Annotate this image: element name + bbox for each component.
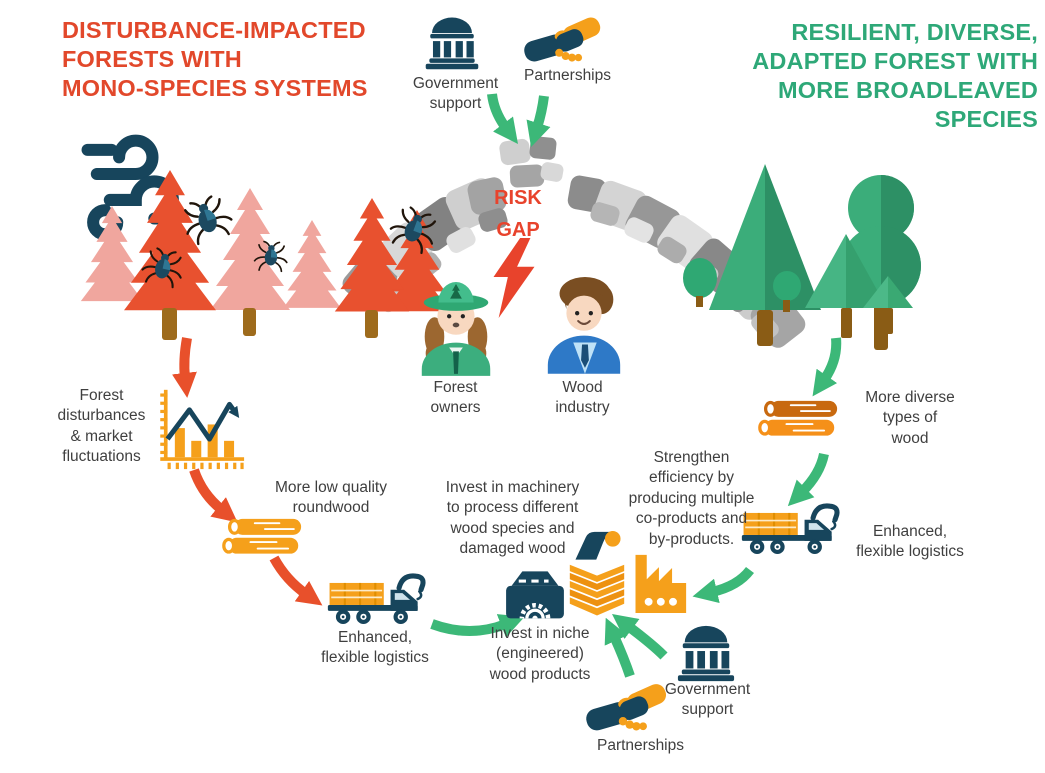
title-resilient-forests: RESILIENT, DIVERSE, ADAPTED FOREST WITH …	[752, 19, 1038, 133]
arrow-gov-to-bridge	[487, 93, 518, 145]
forest-owner-avatar	[421, 282, 491, 376]
log-truck-crane-icon-right	[741, 503, 840, 555]
title-disturbance-forests: DISTURBANCE-IMPACTED FORESTS WITH MONO-S…	[62, 17, 368, 102]
damaged-trees	[80, 170, 451, 340]
healthy-diverse-trees	[683, 164, 921, 350]
board-stack-icon	[569, 564, 625, 616]
roundwood-logs-icon	[222, 518, 302, 554]
arrow-chart-to-roundwood	[189, 468, 238, 523]
market-fluctuation-chart-icon	[160, 389, 245, 470]
arrow-truck-to-factory	[692, 566, 754, 604]
label-strengthen-efficiency: Strengthen efficiency by producing multi…	[628, 449, 755, 548]
label-wood-industry: Wood industry	[555, 379, 610, 417]
label-partnerships-bottom: Partnerships	[596, 737, 684, 754]
risk-lightning-icon	[493, 238, 535, 318]
label-low-quality-roundwood: More low quality roundwood	[275, 479, 387, 517]
label-invest-niche: Invest in niche (engineered) wood produc…	[489, 625, 591, 683]
label-partnerships-top: Partnerships	[523, 67, 611, 84]
arrow-trees-to-diverse-wood	[812, 337, 842, 397]
label-government-support-bottom: Government support	[664, 681, 751, 719]
factory-icon	[635, 554, 687, 613]
sawmill-machine-icon	[506, 571, 564, 619]
label-diverse-wood: More diverse types of wood	[865, 389, 955, 447]
label-logistics-right: Enhanced, flexible logistics	[856, 523, 964, 561]
arrow-gov-to-niche	[612, 613, 668, 660]
veneer-roll-icon	[575, 531, 621, 560]
arrow-partners-to-niche	[604, 617, 635, 678]
arrow-truck-to-niche	[430, 614, 525, 638]
log-truck-crane-icon	[327, 573, 426, 625]
arrow-partners-to-bridge	[526, 95, 551, 148]
arrow-trees-to-chart	[172, 337, 197, 398]
risk-gap-label: RISK GAP	[494, 187, 542, 241]
label-logistics-left: Enhanced, flexible logistics	[321, 629, 429, 667]
government-building-icon-bottom	[677, 625, 735, 682]
label-forest-owners: Forest owners	[430, 379, 481, 417]
label-forest-disturbances: Forest disturbances & market fluctuation…	[57, 387, 146, 466]
label-government-support-top: Government support	[412, 75, 499, 113]
arrow-roundwood-to-truck	[269, 555, 323, 606]
government-building-icon	[425, 17, 479, 70]
diverse-logs-icon	[758, 400, 838, 436]
label-invest-machinery: Invest in machinery to process different…	[445, 479, 580, 558]
wood-industry-avatar	[547, 277, 621, 374]
handshake-icon	[524, 17, 601, 62]
arrow-wood-to-truck	[787, 452, 829, 507]
handshake-icon-bottom	[586, 684, 667, 731]
